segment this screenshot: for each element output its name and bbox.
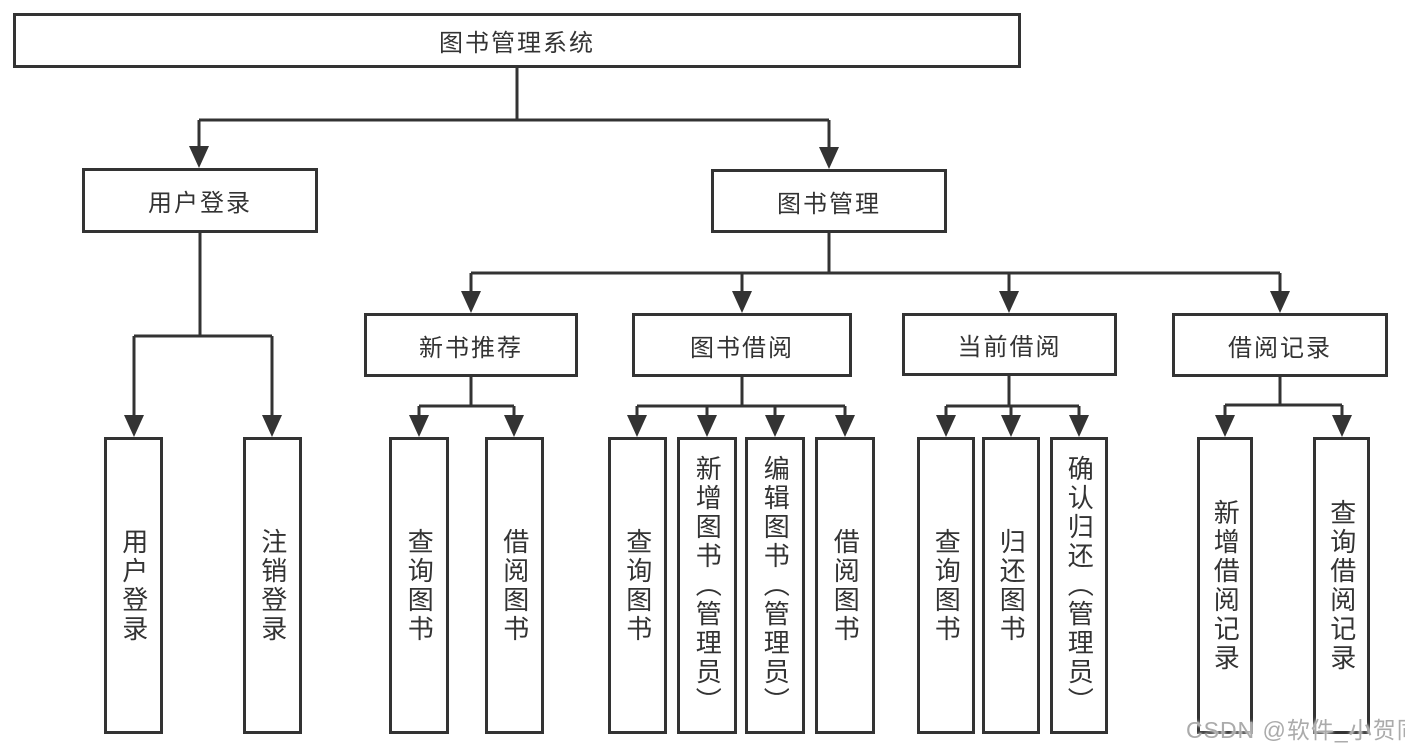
leaf-label: 确认归还（管理员） <box>1064 455 1095 716</box>
connector-borrow-to-leaves <box>635 377 847 418</box>
arrow-down-icon <box>999 291 1019 313</box>
leaf-borrow-books-recommend: 借阅图书 <box>485 437 544 734</box>
leaf-label: 新增借阅记录 <box>1210 498 1241 673</box>
node-book-management: 图书管理 <box>711 169 947 233</box>
arrow-down-icon <box>1001 415 1021 437</box>
arrow-down-icon <box>627 415 647 437</box>
arrow-down-icon <box>409 415 429 437</box>
arrow-down-icon <box>504 415 524 437</box>
connector-user-login-to-leaves <box>132 233 274 418</box>
leaf-add-book-admin: 新增图书（管理员） <box>677 437 737 734</box>
arrow-down-icon <box>732 291 752 313</box>
node-borrow-records: 借阅记录 <box>1172 313 1388 377</box>
connector-paths <box>132 68 1344 418</box>
connector-recommend-to-leaves <box>417 377 516 418</box>
arrow-down-icon <box>697 415 717 437</box>
leaf-label: 借阅图书 <box>499 527 530 644</box>
leaf-label: 新增图书（管理员） <box>692 455 723 716</box>
leaf-label: 查询图书 <box>622 527 653 644</box>
node-library-system: 图书管理系统 <box>13 13 1021 68</box>
leaf-query-books-current: 查询图书 <box>917 437 975 734</box>
leaf-user-login: 用户登录 <box>104 437 163 734</box>
leaf-label: 借阅图书 <box>830 527 861 644</box>
arrow-down-icon <box>262 415 282 437</box>
connector-records-to-leaves <box>1223 377 1344 418</box>
leaf-query-borrow-record: 查询借阅记录 <box>1313 437 1370 734</box>
arrow-down-icon <box>819 147 839 169</box>
leaf-label: 查询图书 <box>931 527 962 644</box>
connector-root-to-level2 <box>197 68 831 150</box>
leaf-query-books-recommend: 查询图书 <box>389 437 449 734</box>
arrow-down-icon <box>461 291 481 313</box>
arrow-down-icon <box>835 415 855 437</box>
leaf-query-books-borrow: 查询图书 <box>608 437 667 734</box>
arrow-down-icon <box>189 146 209 168</box>
connector-current-to-leaves <box>944 376 1081 418</box>
leaf-edit-book-admin: 编辑图书（管理员） <box>745 437 805 734</box>
leaf-label: 查询借阅记录 <box>1326 498 1357 673</box>
leaf-label: 归还图书 <box>996 527 1027 644</box>
arrow-down-icon <box>1270 291 1290 313</box>
leaf-label: 编辑图书（管理员） <box>760 455 791 716</box>
arrow-down-icon <box>936 415 956 437</box>
node-book-borrow: 图书借阅 <box>632 313 852 377</box>
arrow-down-icon <box>765 415 785 437</box>
node-new-book-recommend: 新书推荐 <box>364 313 578 377</box>
watermark: CSDN @软件_小贺同学 <box>1186 717 1405 743</box>
leaf-label: 用户登录 <box>118 527 149 644</box>
leaf-return-book: 归还图书 <box>982 437 1040 734</box>
leaf-label: 查询图书 <box>404 527 435 644</box>
leaf-borrow-books: 借阅图书 <box>815 437 875 734</box>
leaf-label: 注销登录 <box>257 527 288 644</box>
leaf-add-borrow-record: 新增借阅记录 <box>1197 437 1253 734</box>
leaf-logout: 注销登录 <box>243 437 302 734</box>
arrow-down-icon <box>1069 415 1089 437</box>
arrow-down-icon <box>1332 415 1352 437</box>
arrow-heads <box>124 146 1352 437</box>
arrow-down-icon <box>1215 415 1235 437</box>
connector-book-mgmt-to-level3 <box>469 233 1282 294</box>
node-current-borrow: 当前借阅 <box>902 313 1117 376</box>
arrow-down-icon <box>124 415 144 437</box>
node-user-login: 用户登录 <box>82 168 318 233</box>
leaf-confirm-return-admin: 确认归还（管理员） <box>1050 437 1108 734</box>
